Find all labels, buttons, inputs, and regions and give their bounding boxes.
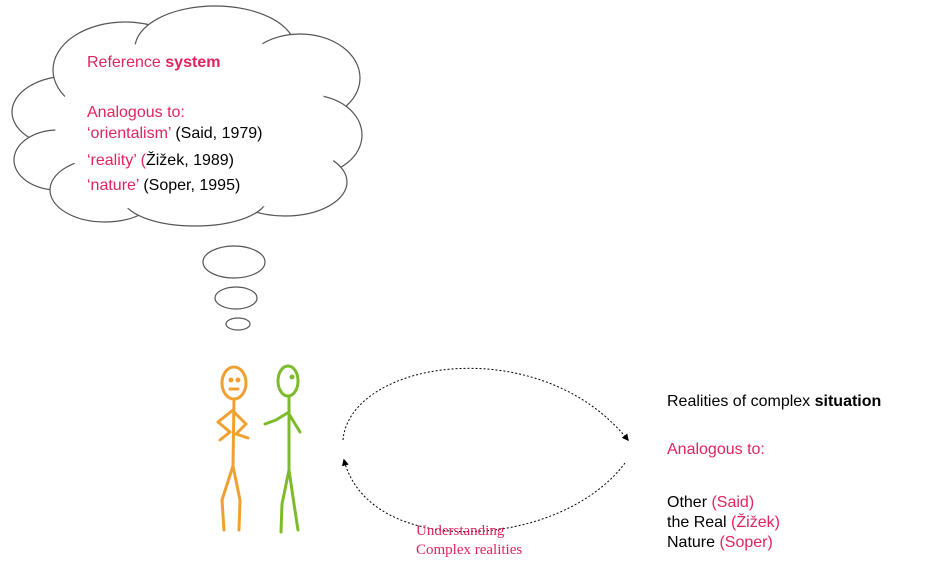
thought-cloud-icon bbox=[11, 5, 363, 227]
situation-item-real: the Real (Žižek) bbox=[667, 513, 780, 533]
situation-item-other: Other (Said) bbox=[667, 493, 754, 513]
cloud-ref: Žižek, 1989) bbox=[145, 152, 235, 169]
situation-term: Other bbox=[667, 494, 708, 511]
situation-title-bold: situation bbox=[814, 393, 882, 410]
cloud-title-prefix: Reference bbox=[87, 54, 166, 71]
situation-term: the Real bbox=[667, 514, 727, 531]
cloud-ref: (Said, 1979) bbox=[170, 125, 263, 142]
situation-ref: (Žižek) bbox=[726, 514, 780, 531]
green-stick-figure-icon bbox=[263, 364, 302, 534]
situation-item-nature: Nature (Soper) bbox=[667, 533, 773, 553]
cloud-line-reality: ‘reality’ (Žižek, 1989) bbox=[87, 151, 234, 171]
situation-ref: (Said) bbox=[707, 494, 755, 511]
arrow-label-line2: Complex realities bbox=[416, 542, 523, 558]
arrow-label-line1: Understanding bbox=[416, 523, 505, 539]
situation-analogous: Analogous to: bbox=[667, 441, 765, 458]
cloud-ref: (Soper, 1995) bbox=[138, 177, 241, 194]
situation-term: Nature bbox=[667, 534, 716, 551]
cloud-analogous: Analogous to: bbox=[87, 104, 185, 121]
thought-bubbles-icon bbox=[202, 245, 266, 331]
cloud-line-orientalism: ‘orientalism’ (Said, 1979) bbox=[87, 124, 262, 144]
situation-title-prefix: Realities of complex bbox=[667, 393, 815, 410]
situation-ref: (Soper) bbox=[715, 534, 773, 551]
cloud-title: Reference system bbox=[87, 53, 220, 73]
cloud-line-nature: ‘nature’ (Soper, 1995) bbox=[87, 176, 240, 196]
arrow-to-situation bbox=[342, 367, 629, 442]
cloud-term: ‘orientalism’ bbox=[87, 125, 171, 142]
orange-stick-figure-icon bbox=[216, 365, 250, 532]
cloud-term: ‘nature’ bbox=[87, 177, 139, 194]
situation-title: Realities of complex situation bbox=[667, 392, 881, 412]
arrow-to-observer bbox=[342, 458, 626, 533]
cloud-term: ‘reality’ ( bbox=[87, 152, 146, 169]
cloud-title-bold: system bbox=[165, 54, 221, 71]
